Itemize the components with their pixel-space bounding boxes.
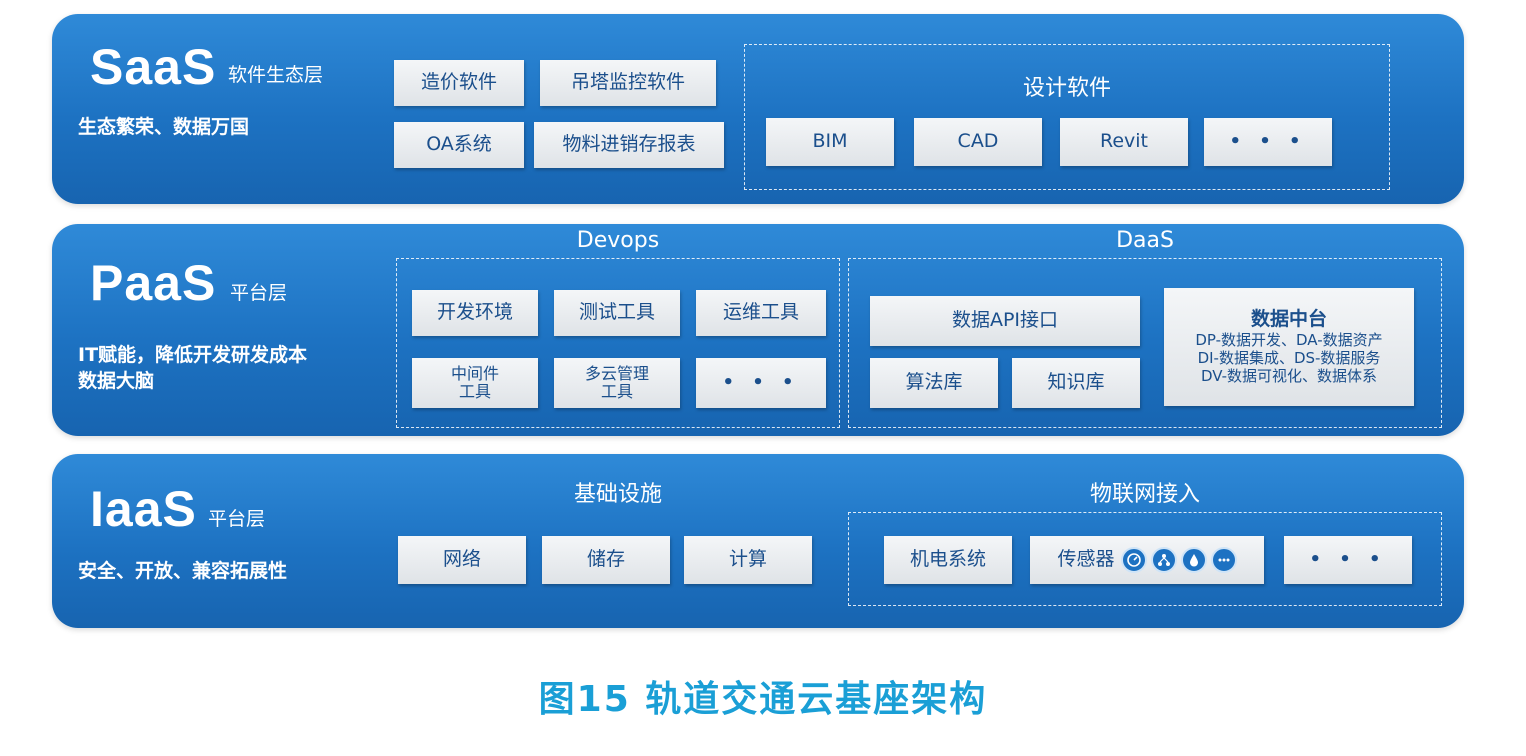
- middleware-line2: 工具: [458, 382, 491, 401]
- saas-title: SaaS: [90, 39, 217, 95]
- sensor-label: 传感器: [1057, 548, 1115, 571]
- box-sensor: 传感器: [1030, 536, 1264, 584]
- daas-title: DaaS: [1116, 228, 1174, 253]
- paas-subtitle: 平台层: [230, 282, 288, 304]
- box-bim: BIM: [766, 118, 894, 166]
- box-more-devops: • • •: [696, 358, 826, 408]
- box-revit: Revit: [1060, 118, 1188, 166]
- devops-title: Devops: [576, 228, 660, 253]
- design-software-group: [744, 44, 1390, 190]
- network-icon: [1150, 547, 1177, 573]
- gauge-icon: [1120, 547, 1147, 573]
- data-middle-platform-line1: DP-数据开发、DA-数据资产: [1195, 330, 1383, 349]
- box-data-api: 数据API接口: [870, 296, 1140, 346]
- design-software-title: 设计软件: [1022, 76, 1111, 101]
- box-more-iot: • • •: [1284, 536, 1412, 584]
- data-middle-platform-line3: DV-数据可视化、数据体系: [1200, 366, 1378, 385]
- paas-description-line1: IT赋能，降低开发研发成本: [78, 344, 308, 366]
- iaas-description: 安全、开放、兼容拓展性: [78, 560, 288, 582]
- box-network: 网络: [398, 536, 526, 584]
- iaas-title: IaaS: [90, 481, 197, 537]
- multicloud-line2: 工具: [600, 382, 633, 401]
- data-middle-platform-line2: DI-数据集成、DS-数据服务: [1197, 348, 1381, 367]
- iaas-subtitle: 平台层: [208, 508, 266, 530]
- box-ops-tools: 运维工具: [696, 290, 826, 336]
- box-cost-software: 造价软件: [394, 60, 524, 106]
- water-drop-icon: [1180, 547, 1207, 573]
- daas-group: [848, 258, 1442, 428]
- saas-subtitle: 软件生态层: [228, 64, 324, 86]
- saas-layer: SaaS 软件生态层 生态繁荣、数据万国 造价软件 吊塔监控软件 OA系统 物料…: [52, 14, 1464, 204]
- paas-layer: PaaS 平台层 IT赋能，降低开发研发成本 数据大脑 Devops 开发环境 …: [52, 224, 1464, 436]
- sensor-icons: [1120, 547, 1237, 573]
- box-knowledge-lib: 知识库: [1012, 358, 1140, 408]
- saas-description: 生态繁荣、数据万国: [78, 116, 250, 138]
- more-icon: [1210, 547, 1237, 573]
- box-crane-monitor-software: 吊塔监控软件: [540, 60, 716, 106]
- iot-title: 物联网接入: [1089, 482, 1200, 507]
- iot-group: [848, 512, 1442, 606]
- data-middle-platform-title: 数据中台: [1250, 308, 1327, 331]
- figure-caption: 图15 轨道交通云基座架构: [538, 679, 988, 720]
- box-mech-system: 机电系统: [884, 536, 1012, 584]
- iaas-layer: IaaS 平台层 安全、开放、兼容拓展性 基础设施 网络 储存 计算 物联网接入…: [52, 454, 1464, 628]
- box-compute: 计算: [684, 536, 812, 584]
- box-test-tools: 测试工具: [554, 290, 680, 336]
- box-more-design: • • •: [1204, 118, 1332, 166]
- box-algorithm-lib: 算法库: [870, 358, 998, 408]
- box-middleware-tools: 中间件 工具: [412, 358, 538, 408]
- box-cad: CAD: [914, 118, 1042, 166]
- paas-description-line2: 数据大脑: [78, 370, 155, 392]
- middleware-line1: 中间件: [450, 363, 499, 383]
- devops-group: [396, 258, 840, 428]
- paas-title: PaaS: [90, 255, 217, 311]
- box-multicloud-tools: 多云管理 工具: [554, 358, 680, 408]
- box-storage: 储存: [542, 536, 670, 584]
- box-data-middle-platform: 数据中台 DP-数据开发、DA-数据资产 DI-数据集成、DS-数据服务 DV-…: [1164, 288, 1414, 406]
- box-dev-env: 开发环境: [412, 290, 538, 336]
- box-oa-system: OA系统: [394, 122, 524, 168]
- multicloud-line1: 多云管理: [584, 363, 649, 383]
- infra-title: 基础设施: [573, 482, 662, 507]
- box-material-report: 物料进销存报表: [534, 122, 724, 168]
